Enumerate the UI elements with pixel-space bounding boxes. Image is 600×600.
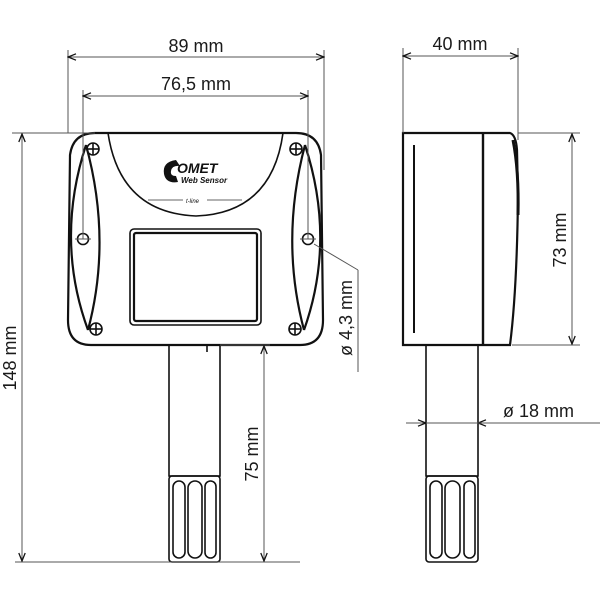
logo-brand: OMET [177,160,219,176]
comet-logo: OMET Web Sensor t-line [148,160,242,205]
comet-c-glyph [163,160,180,183]
screw-icon [288,322,302,336]
front-view: OMET Web Sensor t-line [66,131,325,563]
left-side-lobe [69,144,90,331]
dim-depth: 40 mm [432,34,487,54]
logo-arc [107,132,284,217]
side-view [401,131,520,563]
side-probe-filter [425,475,479,563]
dim-probe-length: 75 mm [242,426,262,481]
logo-line-label: t-line [186,199,200,205]
screw-icon [89,322,103,336]
dim-hole-spacing: 76,5 mm [161,74,231,94]
front-housing-outline [66,131,325,347]
side-dimensions: 40 mm 73 mm ø 18 mm [403,34,600,423]
display-window-outer [129,228,262,326]
dim-housing-height: 73 mm [550,212,570,267]
side-housing-outline [401,131,520,347]
front-probe-filter [168,475,221,563]
side-probe-shaft [425,344,479,477]
screw-icon [289,142,303,156]
front-dimensions: 89 mm 76,5 mm 148 mm 75 mm ø 4,3 mm [0,36,359,563]
dim-overall-width: 89 mm [168,36,223,56]
right-side-lobe-inner [291,144,307,331]
dim-hole-diameter: ø 4,3 mm [336,280,356,356]
logo-subtitle: Web Sensor [181,176,228,185]
right-side-lobe [302,144,322,331]
dim-overall-height: 148 mm [0,325,20,390]
front-probe-shaft [168,344,221,477]
dim-probe-diameter: ø 18 mm [503,401,574,421]
left-side-lobe-inner [84,144,101,331]
screw-icon [86,142,100,156]
display-window-inner [132,231,259,323]
